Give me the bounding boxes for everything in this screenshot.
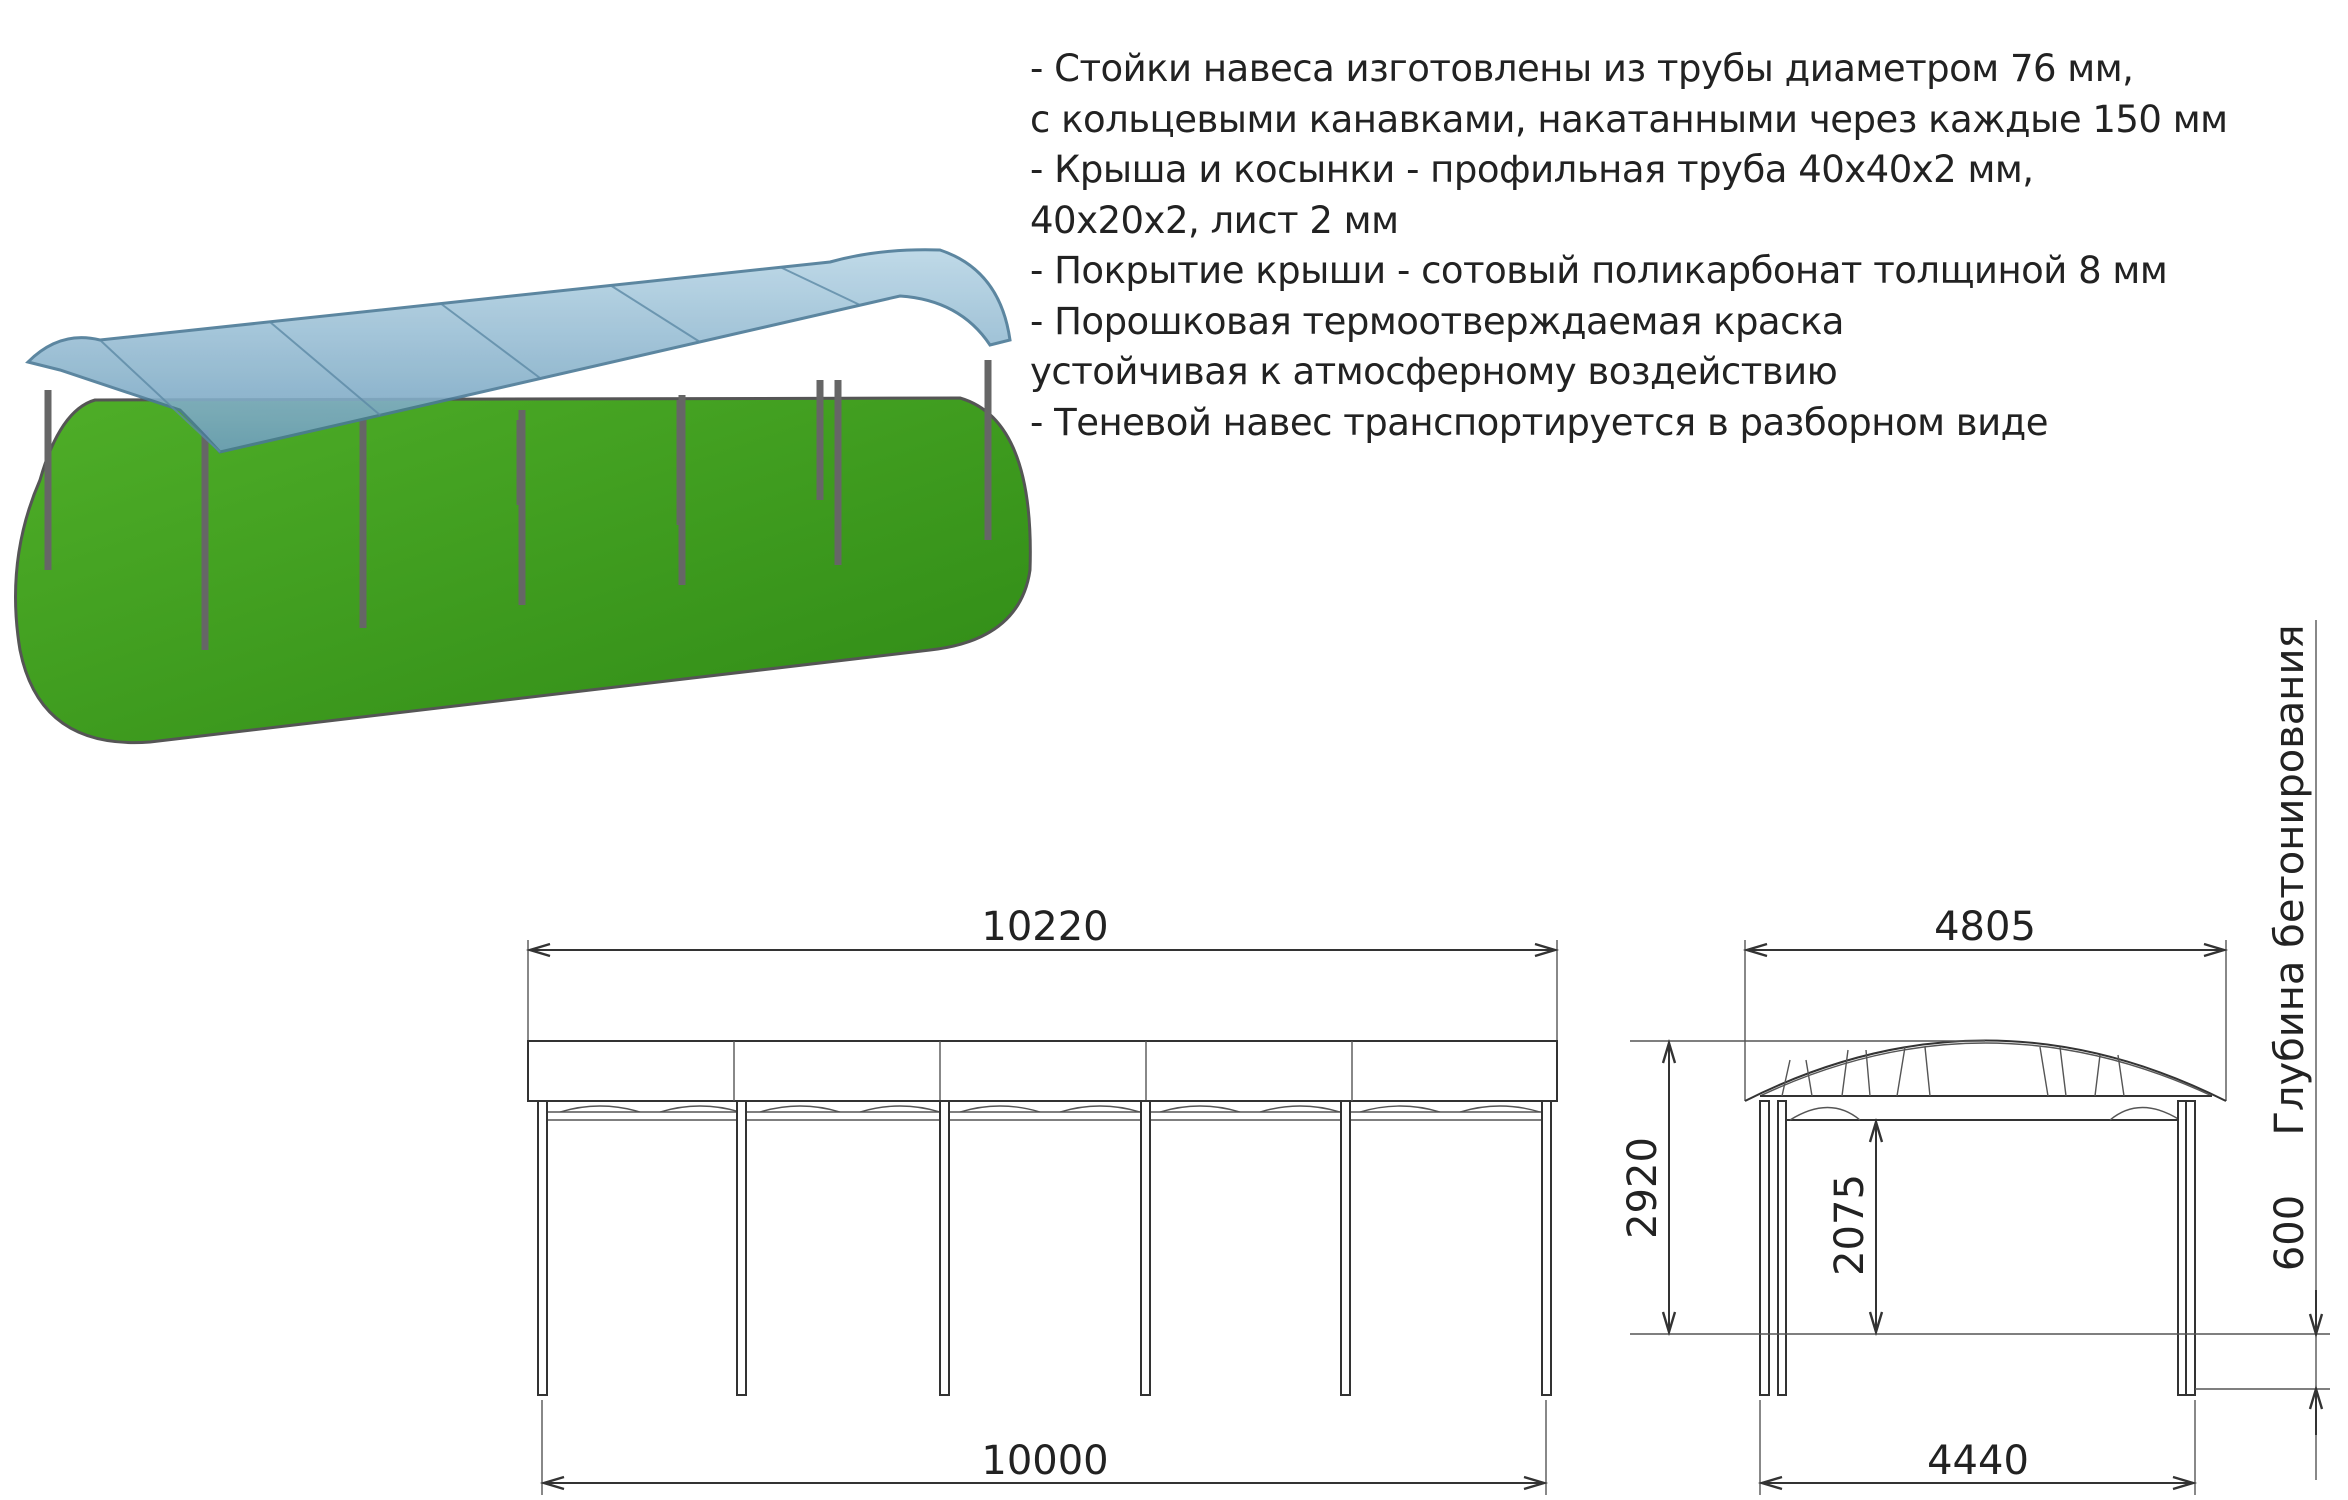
front-view-drawing: 10220 10000	[525, 904, 1560, 1495]
spec-line: - Стойки навеса изготовлены из трубы диа…	[1030, 47, 2134, 90]
front-posts	[537, 1100, 1552, 1396]
side-view-drawing: 4805 4440 2920 2075 600 Глубина бетониро…	[1620, 620, 2330, 1495]
canopy-3d-render	[14, 248, 1032, 745]
spec-line: - Крыша и косынки - профильная труба 40х…	[1030, 148, 2034, 191]
specifications-list: - Стойки навеса изготовлены из трубы диа…	[1030, 44, 2228, 448]
dim-post-span: 10000	[981, 1438, 1108, 1484]
dim-roof-width: 4805	[1934, 904, 2036, 950]
posts	[44, 360, 992, 650]
spec-line: - Покрытие крыши - сотовый поликарбонат …	[1030, 249, 2168, 292]
concrete-depth-label: Глубина бетонирования	[2267, 624, 2313, 1135]
roof-ribs	[99, 266, 861, 453]
dim-total-height: 2920	[1620, 1137, 1666, 1239]
spec-line: - Порошковая термоотверждаемая краска	[1030, 299, 1844, 343]
spec-line: - Теневой навес транспортируется в разбо…	[1030, 400, 2048, 444]
spec-line: 40х20х2, лист 2 мм	[1030, 198, 1399, 242]
dim-post-width: 4440	[1927, 1438, 2029, 1484]
dim-roof-length: 10220	[981, 904, 1108, 950]
spec-line: с кольцевыми канавками, накатанными чере…	[1030, 97, 2228, 141]
dim-concrete-depth: 600	[2267, 1195, 2313, 1271]
dim-clear-height: 2075	[1827, 1174, 1873, 1276]
spec-line: устойчивая к атмосферному воздействию	[1030, 350, 1838, 393]
